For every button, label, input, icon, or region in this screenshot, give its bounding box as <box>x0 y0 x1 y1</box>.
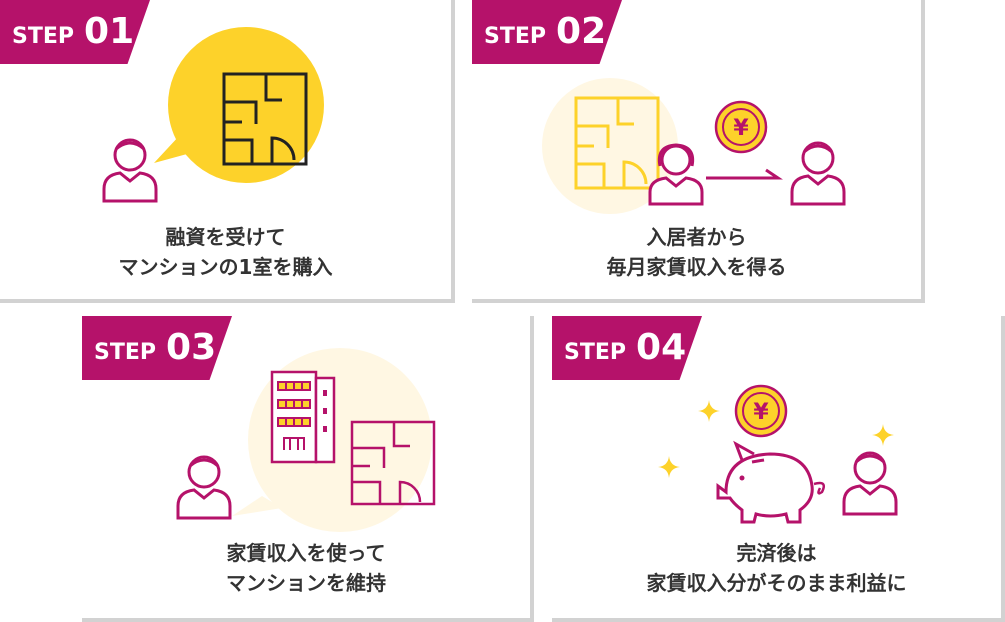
svg-text:¥: ¥ <box>733 116 749 141</box>
person-icon <box>102 138 158 203</box>
step-caption: 家賃収入を使って マンションを維持 <box>82 538 530 598</box>
step-label: STEP <box>564 340 627 365</box>
person-icon <box>842 451 898 516</box>
step-card-04: STEP 04 ¥ 完済後は 家賃収入分がそのまま利益に <box>552 316 1005 622</box>
step-card-02: STEP 02 ¥ 入居 <box>472 0 925 303</box>
yen-coin-icon: ¥ <box>734 384 788 438</box>
piggy-bank-icon <box>716 440 825 524</box>
caption-line-2: マンションを維持 <box>226 571 386 595</box>
floor-plan-icon <box>222 72 308 166</box>
step-card-01: STEP 01 融資を受けて マンションの1室を購入 <box>0 0 455 303</box>
step-label: STEP <box>94 340 157 365</box>
sparkle-icon <box>698 400 720 422</box>
person-icon <box>176 455 232 520</box>
step-tag: STEP 04 <box>552 316 702 380</box>
arrow-icon <box>706 168 783 180</box>
step-number: 04 <box>636 327 687 368</box>
sparkle-icon <box>658 456 680 478</box>
caption-line-1: 入居者から <box>646 225 747 249</box>
person-icon <box>790 141 846 206</box>
caption-line-1: 家賃収入を使って <box>226 541 386 565</box>
caption-line-2: 家賃収入分がそのまま利益に <box>646 571 907 595</box>
step-tag: STEP 02 <box>472 0 622 64</box>
floor-plan-icon <box>350 420 436 506</box>
step-number: 02 <box>556 11 607 52</box>
step-tag: STEP 03 <box>82 316 232 380</box>
floor-plan-icon <box>574 96 660 190</box>
step-number: 03 <box>166 327 217 368</box>
caption-line-2: マンションの1室を購入 <box>118 255 333 279</box>
tenant-icon <box>648 143 704 206</box>
caption-line-1: 完済後は <box>736 541 817 565</box>
step-label: STEP <box>484 24 547 49</box>
step-tag: STEP 01 <box>0 0 150 64</box>
sparkle-icon <box>872 424 894 446</box>
step-caption: 融資を受けて マンションの1室を購入 <box>0 222 451 282</box>
caption-line-2: 毎月家賃収入を得る <box>606 255 787 279</box>
apartment-building-icon <box>270 370 336 464</box>
caption-line-1: 融資を受けて <box>165 225 286 249</box>
yen-coin-icon: ¥ <box>714 100 768 154</box>
step-caption: 完済後は 家賃収入分がそのまま利益に <box>552 538 1001 598</box>
step-label: STEP <box>12 24 75 49</box>
step-number: 01 <box>84 11 135 52</box>
step-card-03: STEP 03 <box>82 316 534 622</box>
step-caption: 入居者から 毎月家賃収入を得る <box>472 222 921 282</box>
svg-text:¥: ¥ <box>753 400 769 425</box>
